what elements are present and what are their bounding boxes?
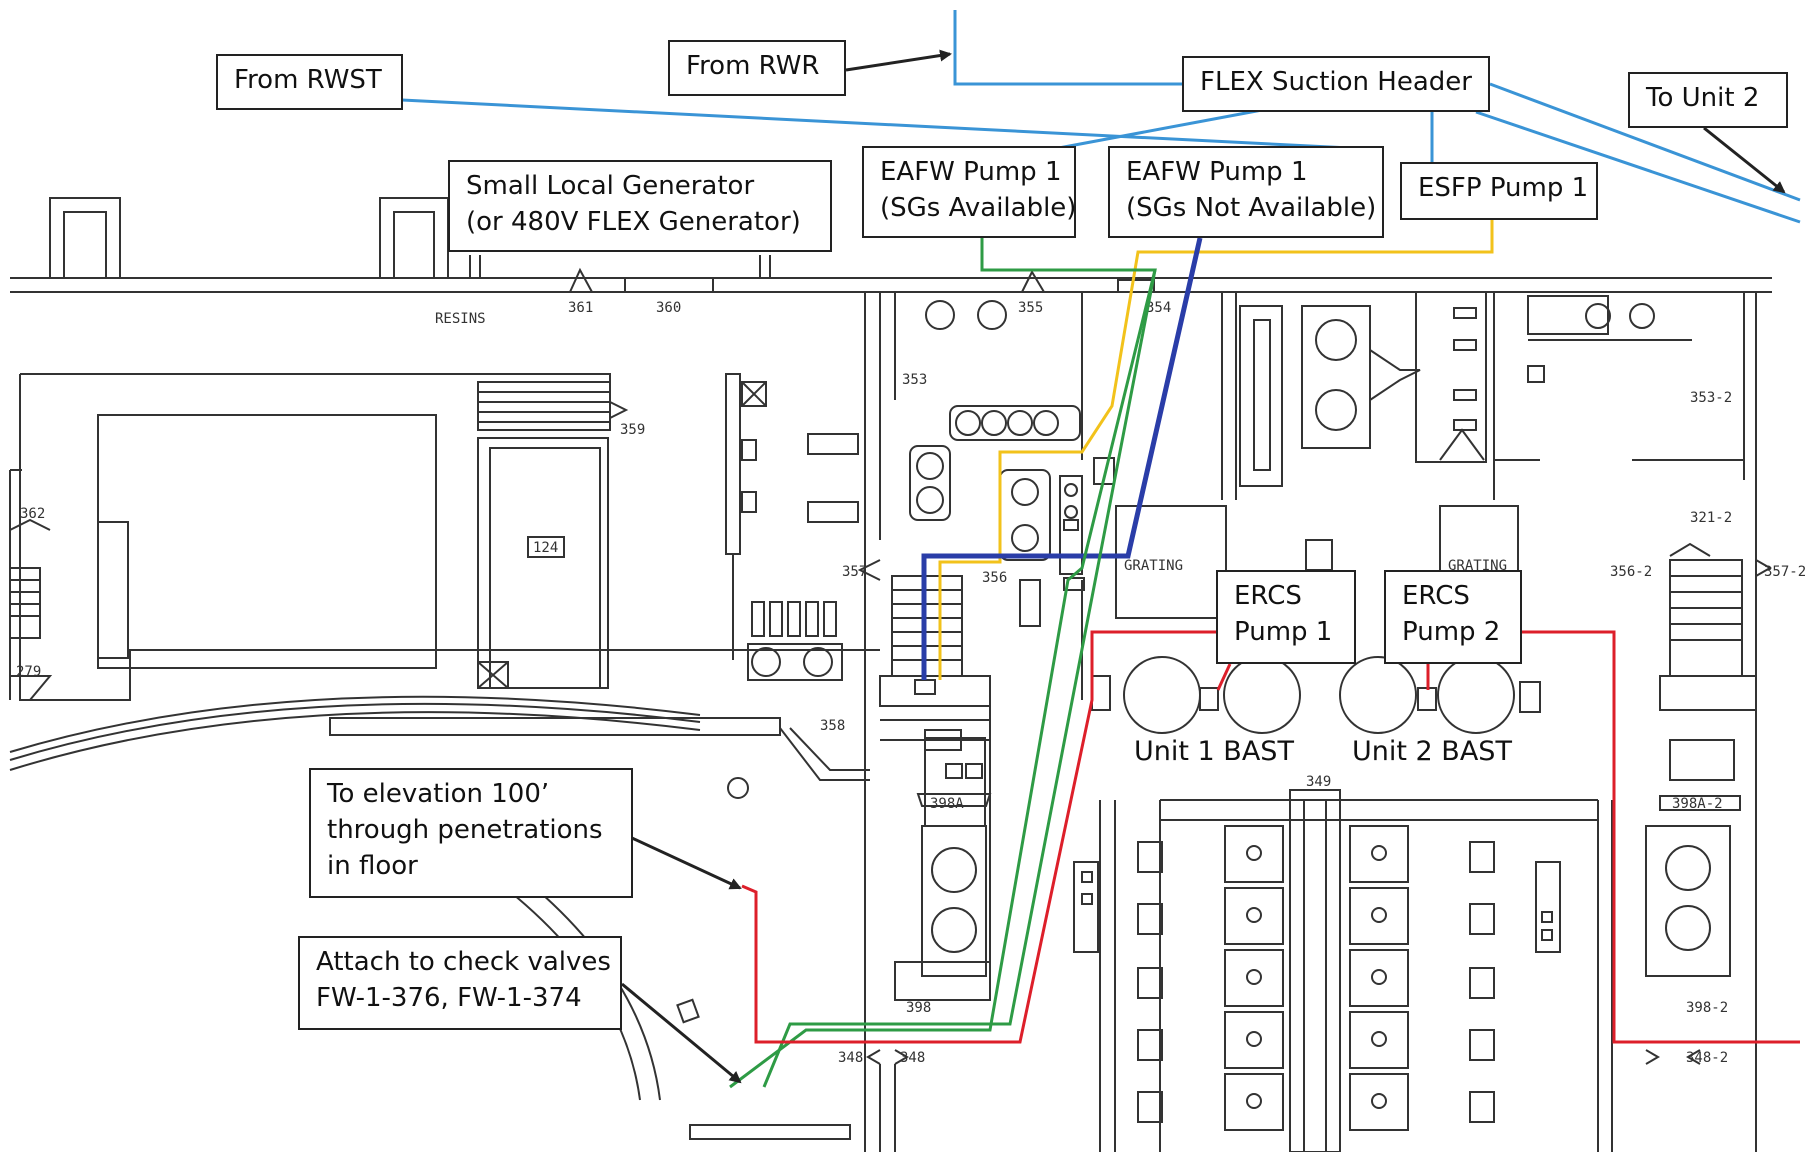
eafw-pump-sgs-available-label: EAFW Pump 1 (SGs Available) (862, 146, 1076, 238)
small-generator-label: Small Local Generator (or 480V FLEX Gene… (448, 160, 832, 252)
suction-line-eafw (1047, 108, 1263, 152)
room-label: 398-2 (1686, 1000, 1728, 1016)
room-label: 356 (982, 570, 1007, 586)
ercs-line (741, 630, 1218, 1044)
ercs-pump-1-label: ERCS Pump 1 (1216, 570, 1356, 664)
floor-plan-walls (9, 197, 1773, 1152)
unit-1-bast-label: Unit 1 BAST (1134, 736, 1294, 767)
label-text: in floor (327, 851, 418, 881)
room-label: 356-2 (1610, 564, 1652, 580)
room-label: 279 (16, 664, 41, 680)
room-label: 398A-2 (1672, 796, 1723, 812)
from-rwst-label: From RWST (216, 54, 403, 110)
esfp-pump-label: ESFP Pump 1 (1400, 162, 1598, 220)
room-label: GRATING (1124, 558, 1183, 574)
label-text: through penetrations (327, 815, 603, 845)
room-label: 398 (906, 1000, 931, 1016)
eafw-available-line (729, 236, 1157, 1089)
room-label: 348 (900, 1050, 925, 1066)
room-label: 359 (620, 422, 645, 438)
label-text: FLEX Suction Header (1200, 67, 1472, 97)
eafw-available-line-b (762, 269, 1157, 1088)
suction-line-unit2-a (1489, 82, 1801, 202)
room-label: 354 (1146, 300, 1171, 316)
arrow-icon (1703, 126, 1786, 194)
room-label: 124 (533, 540, 558, 556)
flex-suction-header-label: FLEX Suction Header (1182, 56, 1490, 112)
label-text: From RWR (686, 51, 820, 81)
unit-2-bast-label: Unit 2 BAST (1352, 736, 1512, 767)
room-label: 353-2 (1690, 390, 1732, 406)
room-label: 358 (820, 718, 845, 734)
suction-line-rwst (401, 98, 1351, 150)
elevation-note-label: To elevation 100’ through penetrations i… (309, 768, 633, 898)
label-text: EAFW Pump 1 (1126, 157, 1308, 187)
room-label: 353 (902, 372, 927, 388)
label-text: (SGs Not Available) (1126, 193, 1377, 223)
label-text: ERCS (1402, 581, 1470, 611)
suction-line-unit2-b (1475, 110, 1801, 224)
room-numbers: RESINS 361 360 355 354 353 359 124 362 2… (16, 300, 1806, 1066)
ercs-line-unit2 (1520, 630, 1800, 1044)
label-text: FW-1-376, FW-1-374 (316, 983, 582, 1013)
room-label: 398A (930, 796, 964, 812)
ercs-pump-1-feed (1216, 663, 1232, 691)
to-unit-2-label: To Unit 2 (1628, 72, 1788, 128)
label-text: (SGs Available) (880, 193, 1077, 223)
label-text: Small Local Generator (466, 171, 755, 201)
label-text: To Unit 2 (1646, 83, 1760, 113)
room-label: 357-2 (1764, 564, 1806, 580)
label-text: From RWST (234, 65, 382, 95)
eafw-not-available-line (921, 237, 1203, 680)
esfp-discharge-line (938, 220, 1494, 680)
label-text: To elevation 100’ (327, 779, 550, 809)
check-valves-note-label: Attach to check valves FW-1-376, FW-1-37… (298, 936, 622, 1030)
suction-line-rwr (953, 10, 1182, 86)
label-text: ESFP Pump 1 (1418, 173, 1589, 203)
callout-arrows (621, 49, 1786, 1084)
label-text: Attach to check valves (316, 947, 611, 977)
flex-piping (401, 10, 1801, 1089)
ercs-pump-2-label: ERCS Pump 2 (1384, 570, 1522, 664)
from-rwr-label: From RWR (668, 40, 846, 96)
room-label: 348 (838, 1050, 863, 1066)
room-label: 355 (1018, 300, 1043, 316)
arrow-icon (631, 836, 742, 890)
label-text: Pump 2 (1402, 617, 1501, 647)
room-label: RESINS (435, 311, 486, 327)
room-label: 361 (568, 300, 593, 316)
label-text: Pump 1 (1234, 617, 1333, 647)
arrow-icon (845, 49, 952, 72)
room-label: 360 (656, 300, 681, 316)
room-label: 321-2 (1690, 510, 1732, 526)
label-text: (or 480V FLEX Generator) (466, 207, 801, 237)
room-label: 348-2 (1686, 1050, 1728, 1066)
eafw-pump-sgs-not-available-label: EAFW Pump 1 (SGs Not Available) (1108, 146, 1384, 238)
label-text: ERCS (1234, 581, 1302, 611)
room-label: 362 (20, 506, 45, 522)
room-label: 349 (1306, 774, 1331, 790)
arrow-icon (621, 982, 742, 1084)
label-text: EAFW Pump 1 (880, 157, 1062, 187)
room-label: 357 (842, 564, 867, 580)
